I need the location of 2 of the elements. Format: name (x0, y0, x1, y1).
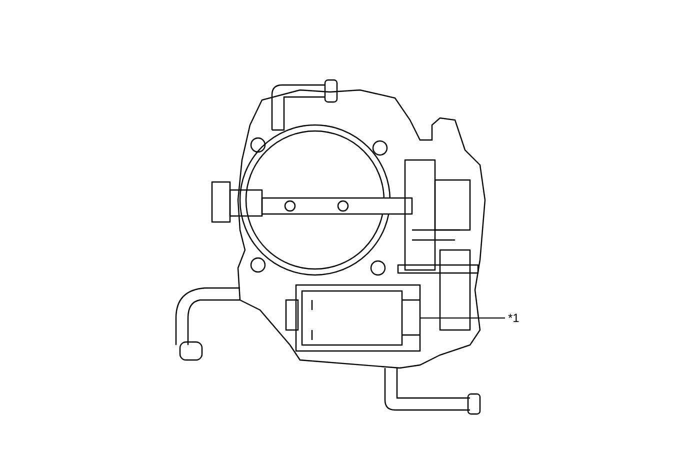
motor-drawing (285, 284, 421, 352)
callout-number: *1 (508, 311, 520, 325)
